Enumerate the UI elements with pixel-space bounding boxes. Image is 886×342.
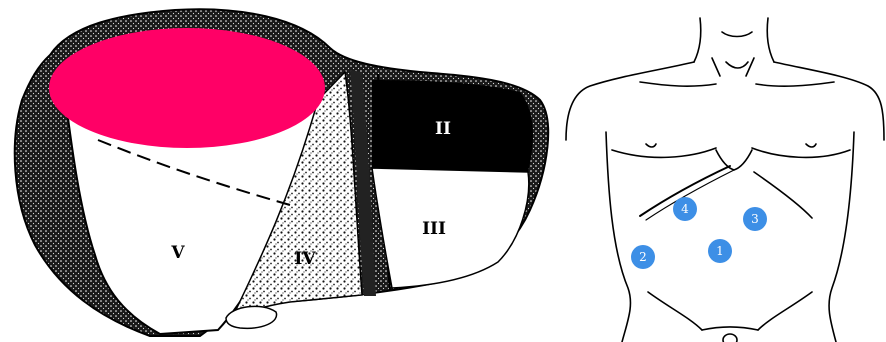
groin-right (758, 292, 812, 330)
port-label-2: 2 (639, 250, 647, 264)
port-marker-4: 4 (673, 197, 697, 221)
clavicle-right (756, 82, 834, 86)
liver-illustration: II III IV V (15, 9, 548, 336)
clavicle-left (640, 82, 716, 86)
flank-left (606, 132, 630, 342)
port-marker-1: 1 (708, 239, 732, 263)
chest-right (752, 148, 850, 157)
port-label-3: 3 (751, 212, 759, 226)
flank-right (829, 132, 854, 342)
segment-iii-region (372, 168, 529, 288)
chin (722, 32, 752, 37)
neck-right (767, 18, 774, 62)
segment-label-iv: IV (294, 249, 316, 269)
port-label-1: 1 (716, 244, 724, 258)
nipple-left (646, 144, 656, 147)
port-marker-2: 2 (631, 245, 655, 269)
torso-illustration (566, 18, 884, 342)
pubic-line (702, 327, 758, 330)
chest-left (612, 148, 716, 157)
rib-margin (716, 150, 752, 170)
shoulder-left (566, 62, 694, 140)
highlighted-region (49, 28, 325, 148)
navel (723, 334, 737, 342)
segment-ii-region (372, 80, 533, 172)
shoulder-right (774, 62, 884, 140)
groin-left (648, 292, 702, 330)
segment-label-iii: III (422, 219, 446, 239)
neck-left (694, 18, 701, 62)
port-label-4: 4 (681, 202, 689, 216)
collarbone-notch (726, 62, 748, 68)
nipple-right (806, 144, 816, 147)
segment-label-ii: II (435, 119, 451, 139)
segment-label-v: V (170, 243, 185, 263)
port-marker-3: 3 (743, 207, 767, 231)
